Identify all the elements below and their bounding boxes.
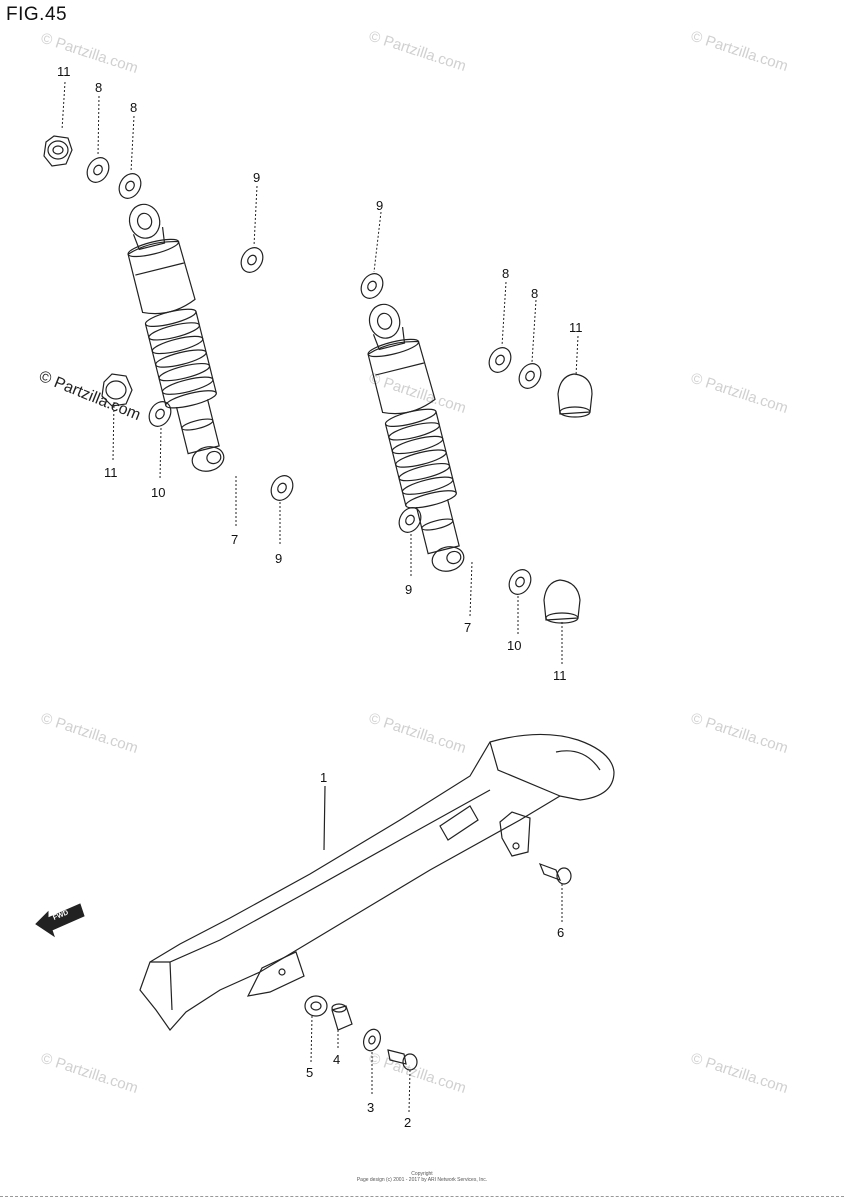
callout-11: 11 [569, 320, 583, 335]
watermark: © Partzilla.com [689, 370, 790, 417]
callout-9: 9 [275, 551, 282, 566]
watermark: © Partzilla.com [39, 30, 140, 77]
leader-line-1 [323, 785, 326, 851]
watermark: © Partzilla.com [689, 710, 790, 757]
callout-1: 1 [320, 770, 327, 785]
bottom-border [0, 1196, 844, 1197]
callout-7: 7 [231, 532, 238, 547]
washer-9 [398, 507, 422, 533]
watermark: © Partzilla.com [367, 1050, 468, 1097]
callout-10: 10 [507, 638, 521, 653]
watermark: © Partzilla.com [367, 28, 468, 75]
watermark: © Partzilla.com [367, 710, 468, 757]
copyright-line: Copyright [411, 1171, 433, 1177]
watermarks: © Partzilla.com © Partzilla.com © Partzi… [37, 28, 791, 1097]
copyright-line: Page design (c) 2001 - 2017 by ARI Netwo… [356, 1177, 488, 1183]
watermark-overlay: © Partzilla.com [37, 368, 143, 424]
watermark: © Partzilla.com [39, 710, 140, 757]
bolt-6 [538, 862, 572, 885]
callout-8: 8 [502, 266, 509, 281]
washer-9 [240, 247, 264, 273]
callout-5: 5 [306, 1065, 313, 1080]
callout-4: 4 [333, 1052, 340, 1067]
washer-9 [270, 475, 294, 501]
watermark: © Partzilla.com [39, 1050, 140, 1097]
callout-2: 2 [404, 1115, 411, 1130]
callout-11: 11 [57, 64, 71, 79]
copyright-footer: Copyright Page design (c) 2001 - 2017 by… [0, 1171, 844, 1183]
callout-7: 7 [464, 620, 471, 635]
washer-8 [86, 157, 110, 183]
callout-9: 9 [253, 170, 260, 185]
callouts: 11 8 8 9 11 10 7 9 9 8 8 11 9 10 7 11 1 … [57, 64, 583, 1130]
callout-11: 11 [104, 465, 118, 480]
callout-10: 10 [151, 485, 165, 500]
washer-8 [488, 347, 512, 373]
nut-11-mid-left [101, 373, 133, 407]
callout-9: 9 [376, 198, 383, 213]
nut-11-top-left [43, 135, 73, 167]
callout-6: 6 [557, 925, 564, 940]
washer-8 [118, 173, 142, 199]
washer-10 [148, 401, 172, 427]
washer-3 [362, 1028, 382, 1052]
washer-10 [508, 569, 532, 595]
callout-8: 8 [95, 80, 102, 95]
forward-arrow-icon: FWD [35, 903, 85, 938]
leader-lines [61, 81, 579, 1113]
callout-3: 3 [367, 1100, 374, 1115]
shock-absorber-left [127, 203, 225, 472]
callout-8: 8 [531, 286, 538, 301]
callout-8: 8 [130, 100, 137, 115]
callout-9: 9 [405, 582, 412, 597]
washer-9 [360, 273, 384, 299]
figure-title: FIG.45 [6, 4, 68, 25]
collar-4 [331, 1003, 353, 1031]
washer-8 [518, 363, 542, 389]
bushing-5 [304, 995, 328, 1017]
shock-absorber-right [367, 303, 465, 572]
callout-11: 11 [553, 668, 567, 683]
watermark: © Partzilla.com [689, 1050, 790, 1097]
watermark: © Partzilla.com [689, 28, 790, 75]
cap-nut-11-mid-right [557, 373, 593, 418]
cap-nut-11-bottom-right [543, 579, 581, 624]
chain-case [139, 733, 615, 1031]
